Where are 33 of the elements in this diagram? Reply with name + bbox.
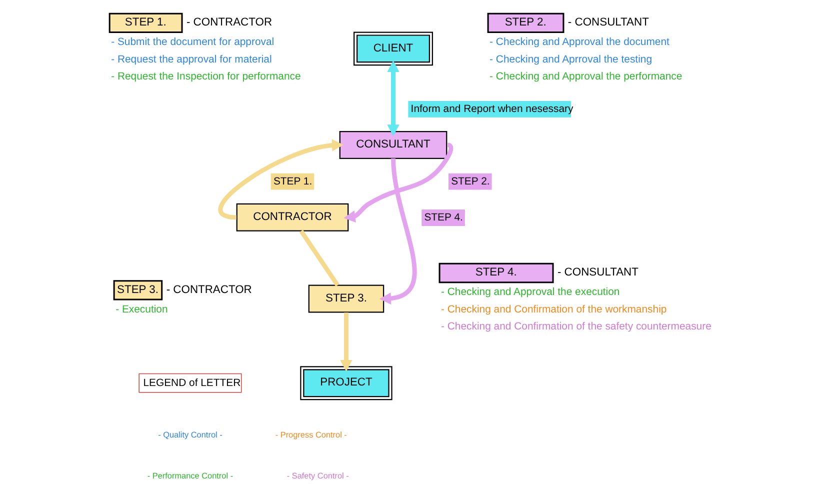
node-box: PROJECT [300,366,392,400]
node-label: - Checking and Approval the performance [490,71,682,82]
legend-label: - Quality Control - [158,430,222,440]
arrow [387,60,400,136]
node-box: STEP 3. [308,284,384,313]
arrow [379,158,417,305]
node-box: CONTRACTOR [236,203,349,232]
node-box: CONSULTANT [339,130,448,159]
node-label: - CONSULTANT [568,16,649,29]
node-label: - CONTRACTOR [186,16,272,29]
node-box: CLIENT [354,32,433,66]
edge-label: STEP 4. [424,212,463,224]
arrow [340,312,352,372]
edge-label: STEP 2. [451,176,490,188]
node-label: - Checking and Approval the document [490,37,670,48]
node-label: - Checking and Confirmation of the safety countermeasure [441,322,712,333]
connector [299,230,340,286]
edge-label: STEP 1. [273,176,312,188]
node-label: - Checking and Aprroval the testing [490,54,652,66]
node-label: - Request the Inspection for performance [111,71,301,82]
node-label: - Request the approval for material [111,54,272,66]
label: LEGEND of LETTER [143,378,241,390]
arrow [218,139,344,220]
legend-label: - Performance Control - [147,472,234,481]
node-label: - Execution [116,304,168,316]
legend-label: - Progress Control - [275,430,347,440]
legend-label: - Safety Control - [286,472,349,481]
node-label: - CONSULTANT [557,266,638,279]
node-label: - CONTRACTOR [166,284,252,296]
node-label: - Checking and Approval the execution [441,287,620,298]
node-label: - Checking and Confirmation of the workmanship [441,304,667,316]
node-label: - Submit the document for approval [111,37,274,48]
arrow [344,142,454,222]
